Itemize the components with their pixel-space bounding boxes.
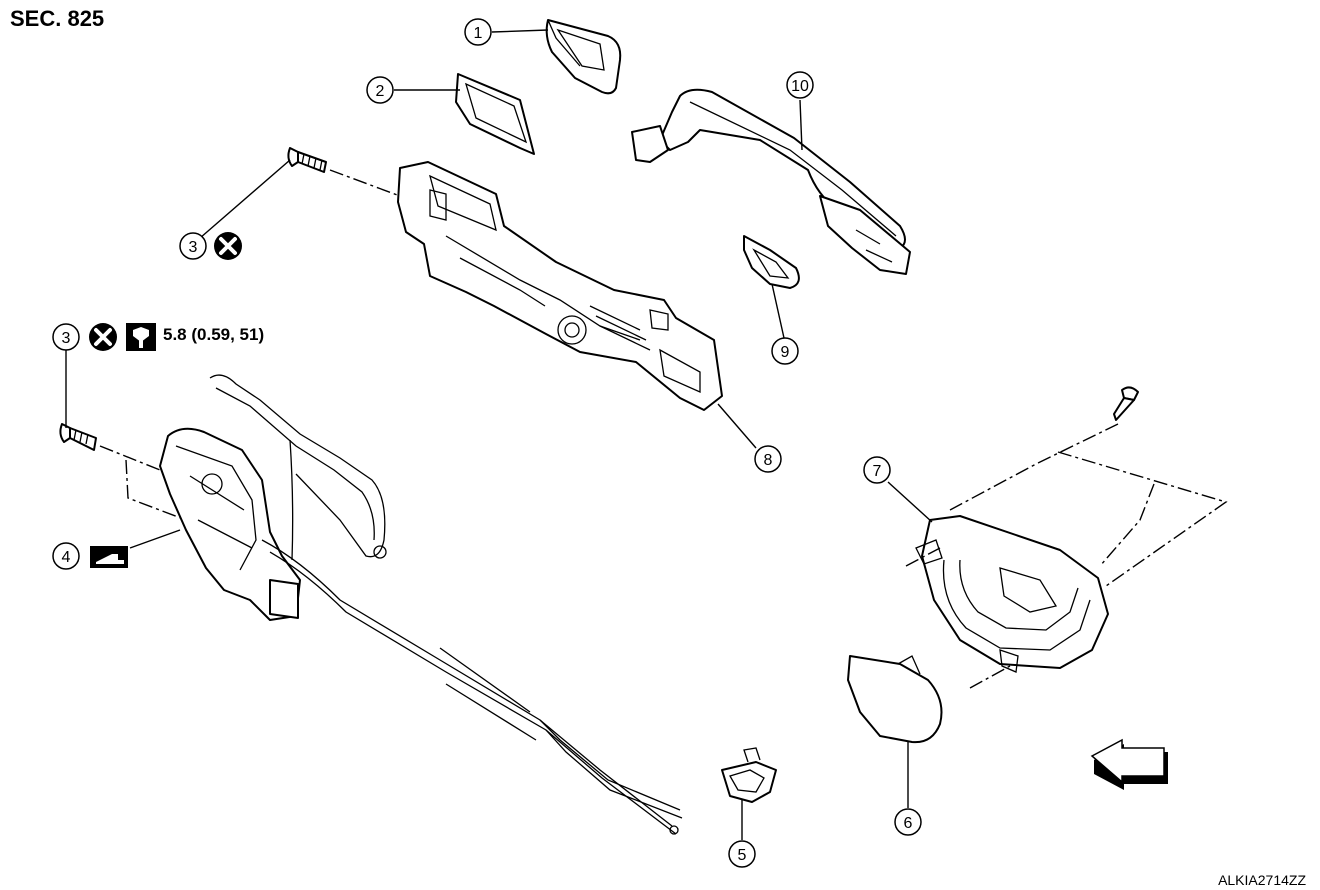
callout-7-label: 7 [873,463,882,480]
diagram-code: ALKIA2714ZZ [1218,872,1306,888]
callout-9-label: 9 [781,344,790,361]
callout-3-lower: 3 [52,323,80,351]
torque-wrench-icon [126,323,156,351]
callout-3-upper: 3 [179,232,207,260]
front-arrow-icon [1090,738,1168,790]
part-7-screw [1113,386,1139,421]
callout-7: 7 [863,456,891,484]
callout-4: 4 [52,542,80,570]
callout-3-lower-label: 3 [62,330,71,347]
part-6-cover [847,655,943,744]
callout-6: 6 [894,808,922,836]
callout-1: 1 [464,18,492,46]
callout-10-label: 10 [791,78,809,95]
part-3-screw-upper [287,147,327,173]
part-9-handle-gasket [743,235,800,289]
callout-1-label: 1 [474,25,483,42]
callout-3-upper-label: 3 [189,239,198,256]
callout-9: 9 [771,337,799,365]
grease-icon [90,546,128,568]
no-reuse-icon [89,323,117,351]
callout-5: 5 [728,840,756,868]
part-5-clip [721,747,777,803]
callout-5-label: 5 [738,847,747,864]
callout-10: 10 [786,71,814,99]
part-2-gasket [455,73,535,155]
callout-2-label: 2 [376,83,385,100]
section-label: SEC. 825 [10,6,105,31]
part-3-screw-lower [59,423,97,451]
part-1-cap [545,19,622,95]
callout-6-label: 6 [904,815,913,832]
callout-2: 2 [366,76,394,104]
part-10-outside-handle [631,88,911,275]
callout-8-label: 8 [764,452,773,469]
part-4-lock-actuator [159,374,683,835]
part-7-inside-handle [915,515,1109,673]
leader-lines [65,29,933,840]
callout-8: 8 [754,445,782,473]
no-reuse-icon [214,232,242,260]
callout-4-label: 4 [62,549,71,566]
part-8-handle-bracket [397,161,723,411]
torque-spec: 5.8 (0.59, 51) [163,325,265,344]
